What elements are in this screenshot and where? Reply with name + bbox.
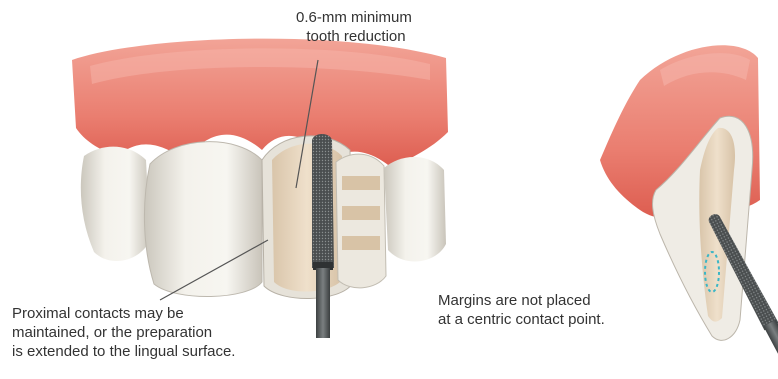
depth-groove-2 [342,206,380,220]
depth-groove-1 [342,176,380,190]
tooth-depth-grooves [336,154,386,288]
front-view [72,39,448,338]
tooth-lateral-left [81,147,150,261]
label-proximal: Proximal contacts may be maintained, or … [12,305,235,360]
tooth-lateral-right [384,157,446,261]
tooth-central-left [144,142,262,297]
label-margins: Margins are not placed at a centric cont… [438,292,605,328]
depth-groove-3 [342,236,380,250]
label-reduction: 0.6-mm minimum tooth reduction [296,9,416,45]
diamond-bur-front [312,134,334,338]
side-view [600,45,778,362]
